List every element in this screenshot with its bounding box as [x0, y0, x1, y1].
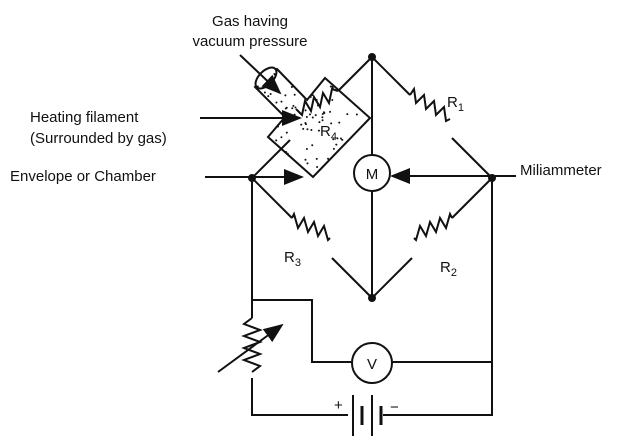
gas-label-1: Gas having: [212, 13, 288, 30]
gas-dot: [336, 137, 339, 140]
gas-dot: [321, 119, 324, 122]
gas-dot: [311, 116, 314, 119]
r3-label: R3: [284, 249, 301, 269]
gas-dot: [294, 106, 297, 109]
gas-dot: [256, 85, 259, 88]
resistor-r2: [413, 211, 453, 242]
gas-dot: [275, 139, 278, 142]
bridge-wires: [217, 56, 493, 416]
gas-dot: [263, 86, 266, 89]
battery-plus: +: [334, 397, 343, 414]
svg-text:M: M: [366, 166, 379, 183]
filament-label-2: (Surrounded by gas): [30, 130, 167, 147]
gas-dot: [306, 162, 309, 165]
gas-dot: [293, 113, 296, 116]
gas-dot: [284, 94, 287, 97]
gas-dot: [330, 122, 333, 125]
gas-dot: [290, 86, 293, 89]
gas-dot: [286, 121, 289, 124]
gas-dot: [305, 116, 308, 119]
miliammeter-label: Miliammeter: [520, 162, 602, 179]
gas-dot: [341, 138, 344, 141]
gas-dot: [304, 109, 307, 112]
gas-dot: [293, 93, 296, 96]
gas-dot: [285, 151, 288, 154]
gas-dot: [305, 148, 308, 151]
envelope-label: Envelope or Chamber: [10, 168, 156, 185]
gas-dot: [318, 121, 321, 124]
gas-dot: [317, 129, 320, 132]
gas-dot: [321, 116, 324, 119]
gas-dot: [329, 110, 332, 113]
filament-label-1: Heating filament: [30, 109, 139, 126]
gas-dot: [269, 92, 272, 95]
gas-dot: [335, 143, 338, 146]
gas-dot: [322, 111, 325, 114]
gas-dot: [355, 113, 358, 116]
battery-minus: −: [390, 399, 399, 416]
gas-dot: [311, 94, 314, 97]
gas-dot: [285, 131, 288, 134]
gas-dot: [315, 157, 318, 160]
gas-dot: [314, 114, 317, 117]
resistor-r4: [295, 87, 339, 118]
gas-dot: [329, 85, 332, 88]
gas-dot: [338, 121, 341, 124]
gas-dot: [304, 158, 307, 161]
svg-text:V: V: [367, 356, 377, 373]
gas-dot: [346, 113, 349, 116]
gas-dot: [285, 106, 288, 109]
gas-dot: [306, 128, 309, 131]
gas-dot: [304, 122, 307, 125]
r2-label: R2: [440, 259, 457, 279]
gas-dot: [273, 73, 276, 76]
rheostat: [241, 317, 263, 373]
gas-dot: [263, 91, 266, 94]
gas-dot: [302, 127, 305, 130]
gas-dot: [331, 99, 334, 102]
gas-dot: [291, 107, 294, 110]
gas-dot: [267, 95, 270, 98]
r1-label: R1: [447, 94, 464, 114]
gas-dot: [275, 101, 278, 104]
gas-dot: [316, 165, 319, 168]
voltmeter: V: [351, 342, 393, 384]
gas-dot: [327, 157, 330, 160]
gas-dot: [310, 129, 313, 132]
gas-dot: [339, 137, 342, 140]
milliammeter: M: [353, 154, 391, 192]
gas-dot: [332, 147, 335, 150]
gas-dot: [309, 95, 312, 98]
gas-dot: [321, 112, 324, 115]
gas-dot: [277, 125, 280, 128]
gas-dot: [311, 144, 314, 147]
resistor-r1: [409, 86, 451, 123]
gas-dot: [286, 152, 289, 155]
gas-label-2: vacuum pressure: [192, 33, 307, 50]
gas-dot: [292, 104, 295, 107]
battery: + −: [334, 395, 399, 436]
gas-dot: [280, 100, 283, 103]
r4-label: R4: [320, 123, 337, 143]
gas-dot: [332, 138, 335, 141]
gas-dot: [308, 113, 311, 116]
resistor-r3: [291, 211, 331, 242]
gas-dot: [300, 123, 303, 126]
gas-dot: [280, 136, 283, 139]
